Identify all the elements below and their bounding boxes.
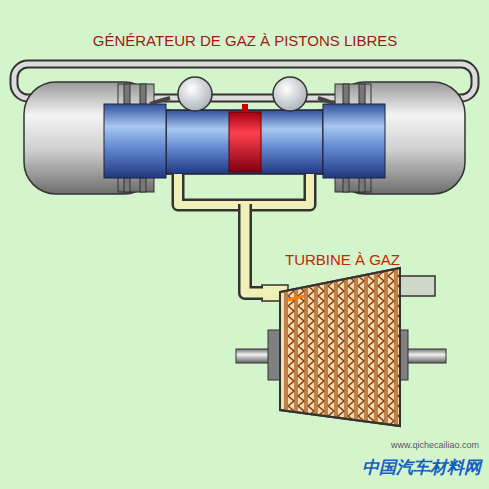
generator-area: GÉNÉRATEUR DE GAZ À PISTONS LIBRES [15, 18, 475, 212]
turbine-area: TURBINE À GAZ [255, 247, 450, 432]
combustion-chamber [229, 112, 261, 172]
gas-pipe [245, 204, 263, 293]
watermark-logo: 中国汽车材料网 [362, 456, 481, 479]
title-text: GÉNÉRATEUR DE GAZ À PISTONS LIBRES [15, 32, 475, 49]
turbine-label: TURBINE À GAZ [285, 251, 450, 268]
gas-turbine [236, 260, 446, 440]
pipe-outline [245, 204, 263, 293]
central-cylinder [166, 110, 323, 174]
injector [242, 104, 248, 112]
exhaust-manifold [178, 174, 310, 205]
gauges [178, 77, 307, 112]
pipe-fill [245, 204, 263, 293]
watermark-url: www.qichecailiao.com [391, 440, 479, 450]
